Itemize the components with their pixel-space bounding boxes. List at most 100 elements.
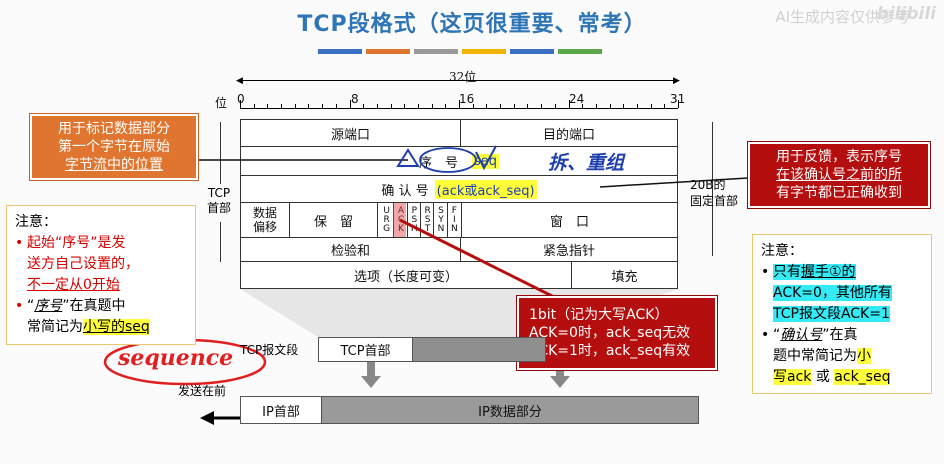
ruler-tick: [459, 100, 460, 108]
note-left-item1-b: 送方自己设置的，: [27, 256, 139, 272]
ruler-tick: [610, 104, 611, 108]
ruler-tick: [582, 104, 583, 108]
note-left-item2-e: 小写的seq: [83, 319, 150, 335]
down-arrow-1-shaft: [367, 362, 375, 376]
note-right-item1-c: ACK=0，其他所有: [773, 285, 892, 301]
ruler-tick: [350, 100, 351, 108]
ack-callout: 用于反馈，表示序号 在该确认号之前的所 有字节都已正确收到: [748, 142, 930, 208]
ruler-tick: [541, 104, 542, 108]
packet-ip-header: IP首部: [240, 396, 322, 424]
ruler-tick: [281, 104, 282, 108]
note-right-title: 注意：: [761, 243, 803, 259]
flag-letter: Y: [438, 215, 444, 225]
ruler-tick: [363, 104, 364, 108]
note-left-item2-c: ”在真题中: [62, 298, 126, 314]
note-right-item2-e: 小: [857, 348, 871, 364]
note-left-title: 注意：: [15, 214, 57, 230]
flag-letter: P: [411, 206, 418, 216]
bullet-r1: •: [761, 264, 770, 280]
field-reserved: 保 留: [289, 202, 378, 238]
ruler-tick: [664, 104, 665, 108]
note-right-item2-b: 确认号: [780, 327, 823, 343]
down-arrow-1-head: [361, 376, 381, 388]
note-right-item2-text: “确认号”在真 题中常简记为小 写ack 或 ack_seq: [773, 325, 891, 388]
ruler-axis-label: 位: [215, 96, 228, 110]
ruler-tick: [445, 104, 446, 108]
note-right-item1-d: TCP报文段ACK=1: [773, 306, 890, 322]
flag-letter: S: [424, 215, 431, 225]
ruler-tick: [623, 104, 624, 108]
watermark: AI生成内容仅供参考: [775, 8, 910, 26]
ruler-tick-16: 16: [459, 92, 475, 106]
ruler-tick: [322, 104, 323, 108]
color-bar-segment: [414, 49, 458, 54]
seq-circle-mark: [419, 147, 477, 173]
note-right-item2-g: 或: [811, 369, 835, 385]
ruler-tick: [267, 104, 268, 108]
ack-bit-line1: 1bit（记为大写ACK）: [529, 307, 669, 323]
note-left-item2-a: “: [27, 298, 35, 314]
bullet-1: •: [15, 235, 24, 251]
check-mark: [475, 145, 497, 171]
ruler-baseline: [240, 108, 678, 109]
ruler-right-arrow: ▶: [673, 76, 680, 86]
note-right-item1-text: 只有握手①的 ACK=0，其他所有 TCP报文段ACK=1: [773, 262, 892, 325]
page-title: TCP段格式（这页很重要、常考）: [297, 12, 647, 37]
flag-letter: H: [410, 224, 418, 234]
ruler-tick: [418, 104, 419, 108]
data-offset-line2: 偏移: [252, 220, 277, 234]
ruler-tick: [336, 104, 337, 108]
fixed-size-line2: 固定首部: [690, 194, 739, 208]
ruler-tick-24: 24: [569, 92, 585, 106]
seq-callout-line3: 字节流中的位置: [65, 157, 163, 173]
ack-bit-pointer: [399, 218, 561, 302]
flag-letter: K: [398, 224, 404, 234]
ruler-tick: [432, 104, 433, 108]
ruler-tick: [240, 100, 241, 108]
ruler-tick: [254, 104, 255, 108]
ruler-left-arrow: ◀: [236, 76, 243, 86]
ruler-tick: [295, 104, 296, 108]
ruler-span-line: [240, 80, 678, 81]
ruler-tick: [391, 104, 392, 108]
ruler-tick: [473, 104, 474, 108]
tcp-side-line2: 首部: [207, 201, 232, 215]
ruler-tick-8: 8: [351, 92, 359, 106]
color-bar-segment: [510, 49, 554, 54]
flag-letter: A: [397, 206, 405, 216]
color-bar-segment: [462, 49, 506, 54]
note-left-item1: • 起始“序号”是发 送方自己设置的， 不一定从0开始: [15, 233, 187, 296]
flag-letter: T: [424, 224, 431, 234]
note-right-item1-b: 握手①的: [801, 264, 856, 280]
ruler-tick: [308, 104, 309, 108]
flag-letter: S: [411, 215, 418, 225]
note-left-item1-text: 起始“序号”是发 送方自己设置的， 不一定从0开始: [27, 233, 139, 296]
ack-label: 确 认 号: [381, 183, 429, 199]
ruler-tick-31: 31: [670, 92, 686, 106]
ruler-tick: [637, 104, 638, 108]
seq-callout-line1: 用于标记数据部分: [58, 121, 170, 137]
packet-tcp-header: TCP首部: [318, 337, 413, 362]
note-right-item1-a: 只有: [773, 264, 801, 280]
seq-label: 序 号: [418, 155, 458, 171]
color-bar-segment: [366, 49, 410, 54]
field-flags: URGACKPSHRSTSYNFIN: [377, 202, 462, 243]
ack-note: (ack或ack_seq): [434, 179, 537, 199]
ack-bit-line3: ACK=1时，ack_seq有效: [529, 343, 691, 359]
note-left-item2-d: 常简记为: [27, 319, 83, 335]
ruler-tick: [651, 104, 652, 108]
fixed-header-brace: [712, 122, 713, 256]
note-left: 注意： • 起始“序号”是发 送方自己设置的， 不一定从0开始 • “序号”在真…: [6, 205, 196, 345]
delta-mark: [396, 148, 420, 167]
note-right: 注意： • 只有握手①的 ACK=0，其他所有 TCP报文段ACK=1 • “确…: [752, 234, 932, 394]
field-data-offset: 数据 偏移: [240, 202, 290, 238]
sequence-handwriting: sequence: [118, 345, 234, 371]
packet-tcp-data: [412, 337, 546, 362]
flag-letter: G: [383, 224, 391, 234]
flag-letter: R: [424, 206, 431, 216]
down-arrow-2-head: [550, 376, 570, 388]
send-first-label: 发送在前: [178, 384, 227, 398]
note-right-item2-a: “: [773, 327, 781, 343]
seq-callout-line2: 第一个字节在原始: [58, 139, 170, 155]
